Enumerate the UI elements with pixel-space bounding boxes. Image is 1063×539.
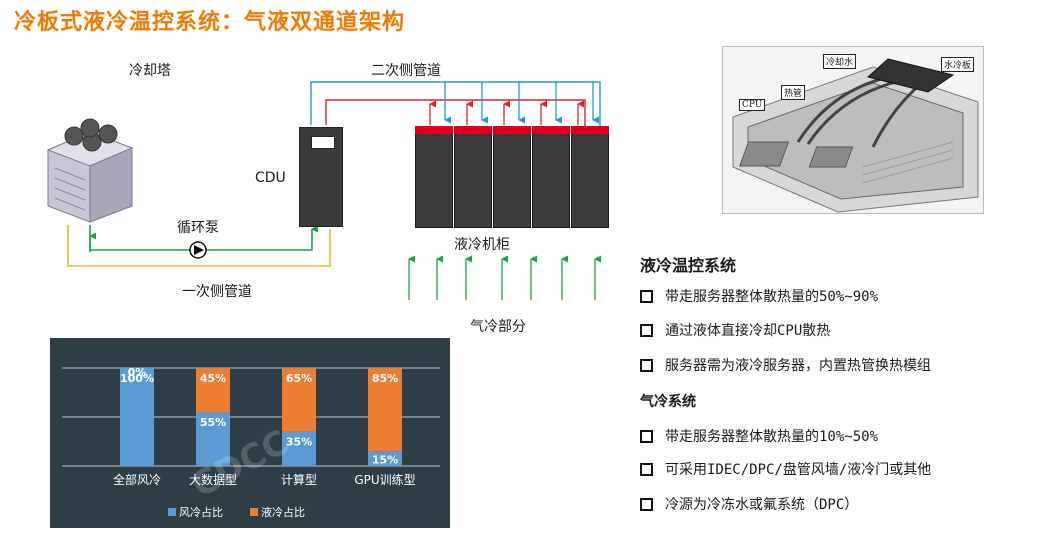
chart-data-label: 100% <box>120 372 154 385</box>
air-section-label: 气冷部分 <box>470 319 526 335</box>
chart-data-label: 85% <box>372 372 398 385</box>
photo-label-cpu: CPU <box>739 99 766 111</box>
chart-category-label: 计算型 <box>281 472 317 487</box>
cold-plate-strip <box>532 126 570 134</box>
chart-data-label: 15% <box>372 454 398 467</box>
secondary-pipe-label: 二次侧管道 <box>371 63 441 79</box>
chart-category-label: 全部风冷 <box>113 472 161 487</box>
pump-label: 循环泵 <box>177 220 219 236</box>
legend-label: 液冷占比 <box>261 505 305 519</box>
chart-bar-segment <box>282 368 316 432</box>
chart-data-label: 35% <box>286 436 312 449</box>
air-bullet: 带走服务器整体散热量的10%~50% <box>640 426 878 446</box>
cooling-ratio-chart: 100%0% 全部风冷 55% 45% 大数据型 35% 65% 计算型 15% 85% GPU训练… <box>50 338 450 528</box>
cooling-tower-label: 冷却塔 <box>129 63 171 79</box>
chart-bar-segment <box>282 431 316 466</box>
photo-label-cold-plate: 水冷板 <box>941 57 975 72</box>
air-system-heading: 气冷系统 <box>640 394 696 410</box>
cold-plate-strip <box>454 126 492 134</box>
chart-bar-segment <box>196 412 230 466</box>
pump-icon <box>189 241 207 259</box>
legend-label: 风冷占比 <box>179 505 223 519</box>
chart-data-label: 55% <box>200 416 226 429</box>
photo-label-cooling-water: 冷却水 <box>823 54 857 69</box>
chart-bar-segment <box>120 368 154 466</box>
checkbox-icon <box>640 497 653 511</box>
chart-bar-segment <box>368 451 402 466</box>
liquid-bullet: 带走服务器整体散热量的50%~90% <box>640 286 878 306</box>
cooling-tower-icon <box>46 118 134 223</box>
chart-data-label: 65% <box>286 372 312 385</box>
cdu-screen <box>311 136 335 149</box>
chart-bar-segment <box>368 368 402 452</box>
chart-bar-segment <box>196 368 230 413</box>
checkbox-icon <box>640 358 653 372</box>
cooling-diagram <box>46 81 601 300</box>
air-bullet: 冷源为冷冻水或氟系统（DPC） <box>640 494 858 514</box>
air-bullet: 可采用IDEC/DPC/盘管风墙/液冷门或其他 <box>640 459 931 479</box>
legend-swatch <box>250 508 258 516</box>
liquid-bullet: 服务器需为液冷服务器，内置热管换热模组 <box>640 355 931 375</box>
checkbox-icon <box>640 462 653 476</box>
cold-plate-strip <box>415 126 453 134</box>
chart-data-label: 0% <box>128 366 147 379</box>
rack-1 <box>415 126 453 228</box>
cooling-ratio-chart-svg: 100%0% 全部风冷 55% 45% 大数据型 35% 65% 计算型 15% 85% GPU训练… <box>62 366 440 519</box>
page-title: 冷板式液冷温控系统：气液双通道架构 <box>14 9 406 35</box>
checkbox-icon <box>640 323 653 337</box>
cdu-label: CDU <box>255 170 286 186</box>
rack-5 <box>571 126 609 228</box>
rack-4 <box>532 126 570 228</box>
chart-category-label: GPU训练型 <box>354 472 415 487</box>
legend-swatch <box>168 508 176 516</box>
liquid-cabinet-row <box>415 126 610 228</box>
server-board-illustration <box>732 58 979 213</box>
chart-category-label: 大数据型 <box>189 472 237 487</box>
photo-label-heat-pipe: 热管 <box>781 85 806 100</box>
cold-plate-strip <box>571 126 609 134</box>
chart-data-label: 45% <box>200 372 226 385</box>
cabinet-label: 液冷机柜 <box>454 237 510 253</box>
rack-3 <box>493 126 531 228</box>
liquid-bullet: 通过液体直接冷却CPU散热 <box>640 320 830 340</box>
checkbox-icon <box>640 429 653 443</box>
server-cold-plate-photo: 冷却水 水冷板 热管 CPU <box>722 46 984 214</box>
cdu-unit <box>299 127 343 227</box>
rack-2 <box>454 126 492 228</box>
liquid-system-heading: 液冷温控系统 <box>640 256 737 275</box>
checkbox-icon <box>640 289 653 303</box>
primary-pipe-label: 一次侧管道 <box>182 284 252 300</box>
cold-plate-strip <box>493 126 531 134</box>
